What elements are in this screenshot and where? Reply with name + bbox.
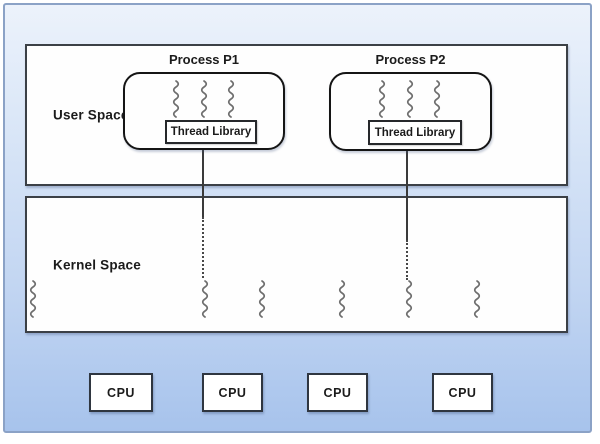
connector-line-p2-solid — [406, 145, 408, 240]
kernel-space-label: Kernel Space — [53, 257, 141, 272]
kernel-space-box: Kernel Space — [25, 196, 568, 333]
cpu-box-3: CPU — [307, 373, 368, 412]
user-thread-icon — [225, 80, 237, 118]
cpu-3-label: CPU — [323, 385, 352, 400]
cpu-box-4: CPU — [432, 373, 493, 412]
kernel-thread-icon — [471, 280, 483, 320]
kernel-thread-icon — [336, 280, 348, 320]
kernel-thread-icon — [199, 280, 211, 320]
cpu-box-2: CPU — [202, 373, 263, 412]
user-thread-icon — [198, 80, 210, 118]
cpu-box-1: CPU — [89, 373, 153, 412]
kernel-thread-icon — [27, 280, 39, 320]
user-thread-icon — [431, 80, 443, 118]
cpu-1-label: CPU — [107, 385, 135, 400]
thread-library-p1-label: Thread Library — [170, 126, 252, 138]
cpu-2-label: CPU — [218, 385, 247, 400]
user-thread-icon — [376, 80, 388, 118]
connector-line-p1-dotted — [202, 217, 204, 278]
thread-library-p1-box: Thread Library — [165, 120, 257, 144]
user-thread-icon — [404, 80, 416, 118]
thread-library-p2-box: Thread Library — [368, 120, 462, 145]
user-space-label: User Space — [53, 107, 129, 123]
connector-line-p1-solid — [202, 144, 204, 217]
connector-line-p2-dotted — [406, 240, 408, 280]
thread-library-p2-label: Thread Library — [374, 126, 456, 139]
cpu-4-label: CPU — [448, 385, 477, 400]
user-thread-icon — [170, 80, 182, 118]
kernel-thread-icon — [403, 280, 415, 320]
process-p2-label: Process P2 — [375, 52, 446, 67]
process-p1-label: Process P1 — [168, 52, 240, 67]
kernel-thread-icon — [256, 280, 268, 320]
